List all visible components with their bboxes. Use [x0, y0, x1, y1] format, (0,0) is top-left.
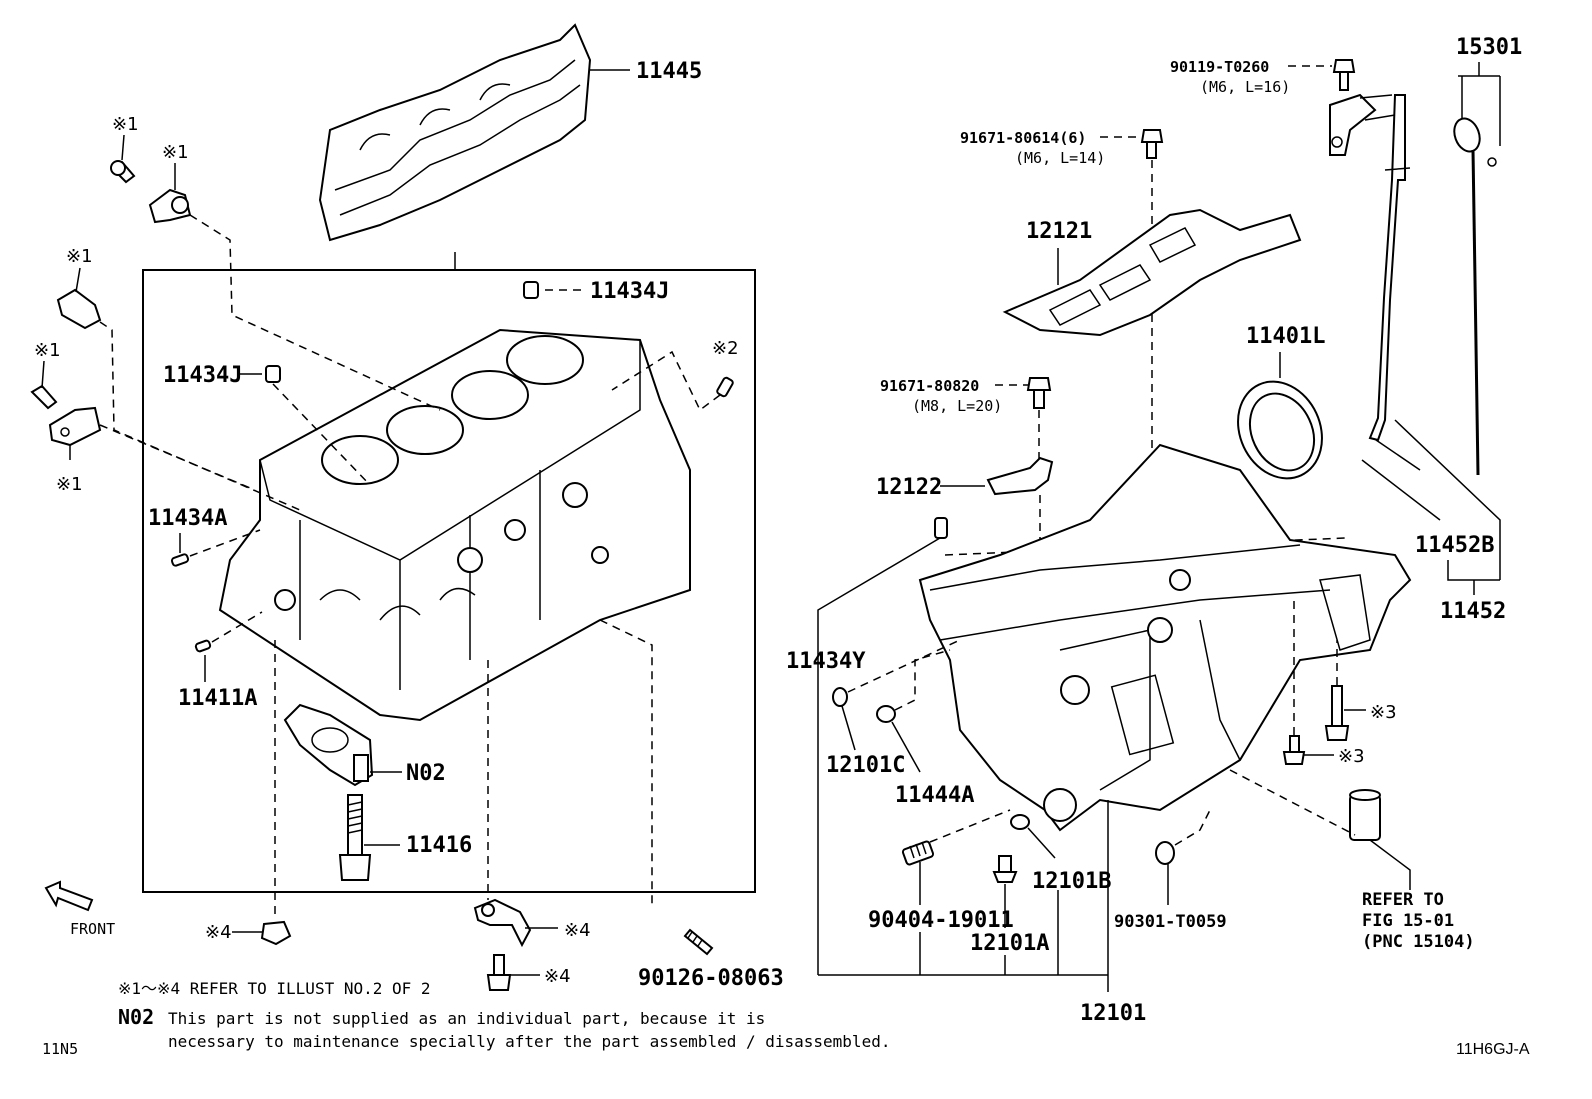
mark-1e: ※1: [56, 474, 83, 495]
label-11434J-left: 11434J: [163, 363, 242, 388]
label-refer-2: FIG 15-01: [1362, 911, 1454, 931]
oil-pan-12101[interactable]: [918, 443, 1412, 832]
mark-4c: ※4: [544, 966, 571, 987]
label-91671a-spec: (M6, L=14): [1015, 149, 1105, 167]
bolt-91671a[interactable]: [1140, 129, 1164, 159]
bracket-mark4[interactable]: [473, 898, 532, 948]
label-11434A: 11434A: [148, 506, 227, 531]
note-n02-line1: This part is not supplied as an individu…: [168, 1009, 765, 1028]
label-90119: 90119-T0260: [1170, 58, 1269, 76]
pin-11411A[interactable]: [194, 639, 212, 653]
nut-mark4[interactable]: [260, 920, 292, 946]
label-90119-spec: (M6, L=16): [1200, 78, 1290, 96]
bracket-mark1-b[interactable]: [148, 188, 192, 224]
mark-4a: ※4: [205, 922, 232, 943]
dowel-11434Y[interactable]: [934, 517, 948, 539]
label-12101B: 12101B: [1032, 869, 1111, 894]
gasket-90301[interactable]: [1155, 841, 1175, 865]
label-refer-1: REFER TO: [1362, 890, 1444, 910]
label-91671b-spec: (M8, L=20): [912, 397, 1002, 415]
dowel-11434J-top[interactable]: [523, 281, 539, 299]
dowel-11434J-left[interactable]: [265, 365, 281, 383]
label-11452: 11452: [1440, 599, 1506, 624]
bolt-mark1-d[interactable]: [30, 384, 58, 410]
cylinder-block-11401[interactable]: [218, 328, 691, 722]
mark-1b: ※1: [162, 142, 189, 163]
label-N02: N02: [406, 761, 446, 786]
pin-11434A[interactable]: [170, 553, 190, 567]
mark-4b: ※4: [564, 920, 591, 941]
bolt-mark3-b[interactable]: [1282, 735, 1306, 765]
cylinder-block-frame: [142, 269, 756, 893]
bolt-90119[interactable]: [1332, 59, 1356, 91]
front-arrow-icon: [44, 880, 94, 912]
note-n02-code: N02: [118, 1005, 154, 1029]
label-15301: 15301: [1456, 35, 1522, 60]
sensor-mark1-c[interactable]: [56, 288, 102, 330]
bolt-mark3-a[interactable]: [1324, 685, 1350, 741]
mark-2: ※2: [712, 338, 739, 359]
mark-1c: ※1: [66, 246, 93, 267]
dipstick-guide-11452B[interactable]: [1329, 93, 1411, 442]
gasket-12101C[interactable]: [832, 687, 848, 707]
insulator-11445[interactable]: [318, 23, 592, 242]
oil-filter[interactable]: [1349, 789, 1381, 841]
label-12121: 12121: [1026, 219, 1092, 244]
label-11434Y: 11434Y: [786, 649, 866, 674]
plug-90404[interactable]: [901, 840, 935, 866]
label-11452B: 11452B: [1415, 533, 1494, 558]
label-12122: 12122: [876, 475, 942, 500]
label-11444A: 11444A: [895, 783, 974, 808]
mark-1a: ※1: [112, 114, 139, 135]
baffle-plate-12121[interactable]: [1002, 208, 1302, 337]
note-refer-illust: ※1～※4 REFER TO ILLUST NO.2 OF 2: [118, 979, 431, 998]
label-12101: 12101: [1080, 1001, 1146, 1026]
label-11434J-top: 11434J: [590, 279, 669, 304]
bolt-mark1-a[interactable]: [110, 160, 136, 184]
bolt-mark4[interactable]: [486, 954, 512, 991]
label-11416: 11416: [406, 833, 472, 858]
gasket-12101B[interactable]: [1010, 814, 1030, 830]
pin-mark2[interactable]: [716, 376, 734, 398]
bolt-91671b[interactable]: [1026, 377, 1052, 409]
label-91671b: 91671-80820: [880, 377, 979, 395]
label-12101C: 12101C: [826, 753, 905, 778]
label-90126: 90126-08063: [638, 966, 784, 991]
bolt-11416[interactable]: [338, 794, 372, 881]
code-left: 11N5: [42, 1040, 78, 1058]
dipstick-15301[interactable]: [1450, 115, 1497, 476]
mark-3a: ※3: [1370, 702, 1397, 723]
gasket-11444A[interactable]: [876, 705, 896, 723]
plug-12101A[interactable]: [992, 855, 1018, 883]
stud-90126[interactable]: [683, 928, 714, 956]
mark-3b: ※3: [1338, 746, 1365, 767]
note-n02-line2: necessary to maintenance specially after…: [168, 1032, 890, 1051]
bracket-mark1-e[interactable]: [48, 406, 102, 447]
label-front: FRONT: [70, 920, 115, 938]
bearing-cap-N02[interactable]: [283, 703, 374, 787]
label-90404: 90404-19011: [868, 908, 1014, 933]
label-91671a: 91671-80614(6): [960, 129, 1086, 147]
label-12101A: 12101A: [970, 931, 1049, 956]
mark-1d: ※1: [34, 340, 61, 361]
label-11411A: 11411A: [178, 686, 257, 711]
code-right: 11H6GJ-A: [1456, 1041, 1530, 1058]
label-refer-3: (PNC 15104): [1362, 932, 1475, 952]
label-90301: 90301-T0059: [1114, 912, 1227, 932]
label-11445: 11445: [636, 59, 702, 84]
bracket-12122[interactable]: [986, 456, 1054, 496]
label-11401L: 11401L: [1246, 324, 1325, 349]
oil-seal-11401L[interactable]: [1223, 368, 1338, 492]
